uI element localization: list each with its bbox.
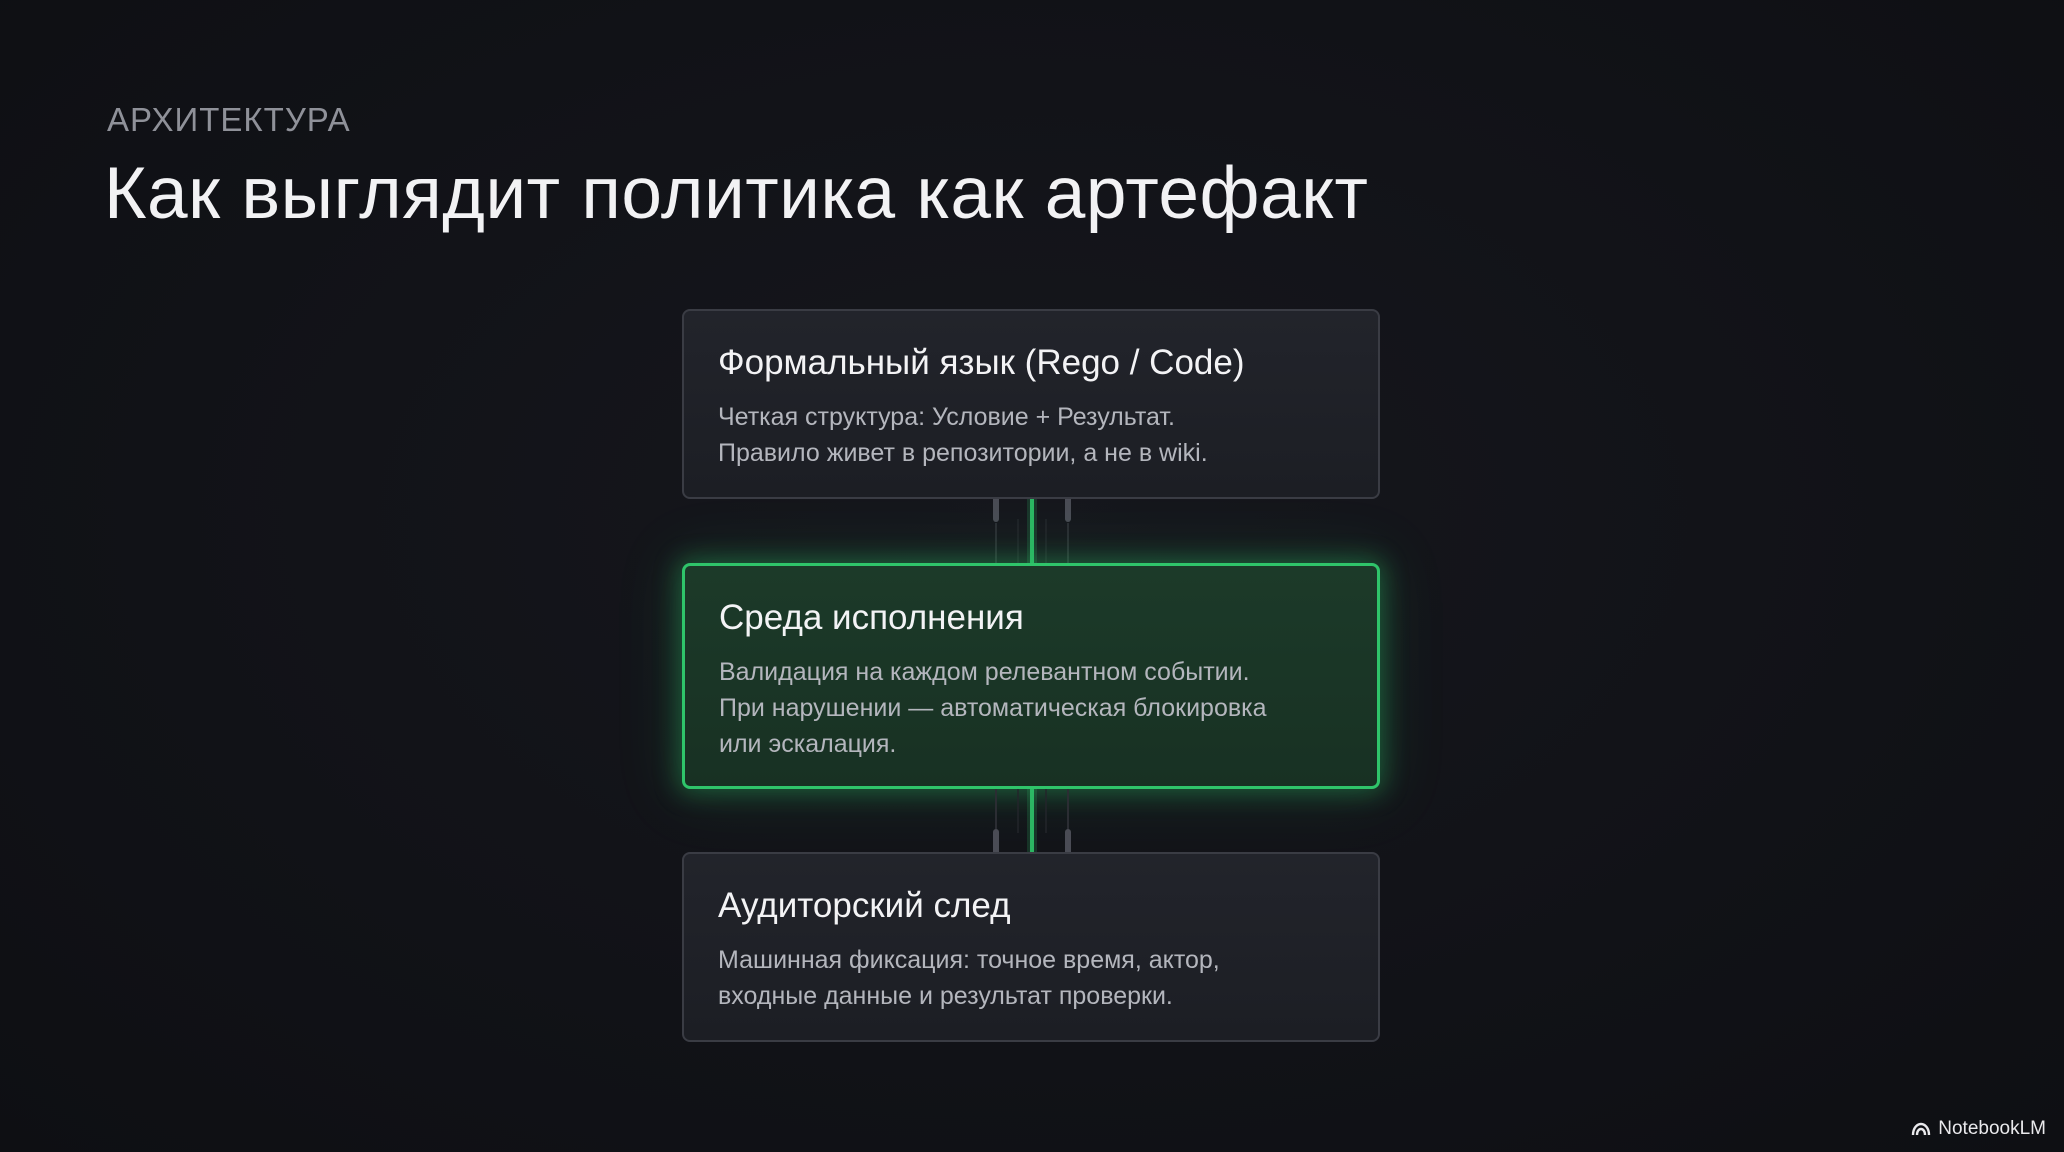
card-description: Четкая структура: Условие + Результат. П… (718, 399, 1344, 471)
brand-name: NotebookLM (1938, 1118, 2046, 1139)
notebooklm-logo-icon (1911, 1122, 1931, 1136)
card-title: Формальный язык (Rego / Code) (718, 343, 1245, 382)
card-description-line: входные данные и результат проверки. (718, 982, 1173, 1010)
slide-title: Как выглядит политика как артефакт (104, 153, 1369, 234)
connector-line (982, 789, 1082, 852)
brand-watermark: NotebookLM (1911, 1118, 2046, 1140)
card-audit-trail: Аудиторский след Машинная фиксация: точн… (682, 852, 1380, 1042)
connector-line (982, 499, 1082, 563)
card-title: Аудиторский след (718, 886, 1011, 925)
card-description: Машинная фиксация: точное время, актор, … (718, 942, 1344, 1014)
card-runtime: Среда исполнения Валидация на каждом рел… (682, 563, 1380, 789)
card-title: Среда исполнения (719, 598, 1024, 637)
card-description: Валидация на каждом релевантном событии.… (719, 654, 1343, 762)
card-formal-language: Формальный язык (Rego / Code) Четкая стр… (682, 309, 1380, 499)
card-description-line: или эскалация. (719, 730, 897, 758)
card-description-line: При нарушении — автоматическая блокировк… (719, 694, 1267, 722)
card-description-line: Четкая структура: Условие + Результат. (718, 403, 1175, 431)
section-label: АРХИТЕКТУРА (107, 101, 351, 138)
card-description-line: Валидация на каждом релевантном событии. (719, 658, 1250, 686)
card-description-line: Правило живет в репозитории, а не в wiki… (718, 439, 1208, 467)
card-description-line: Машинная фиксация: точное время, актор, (718, 946, 1220, 974)
